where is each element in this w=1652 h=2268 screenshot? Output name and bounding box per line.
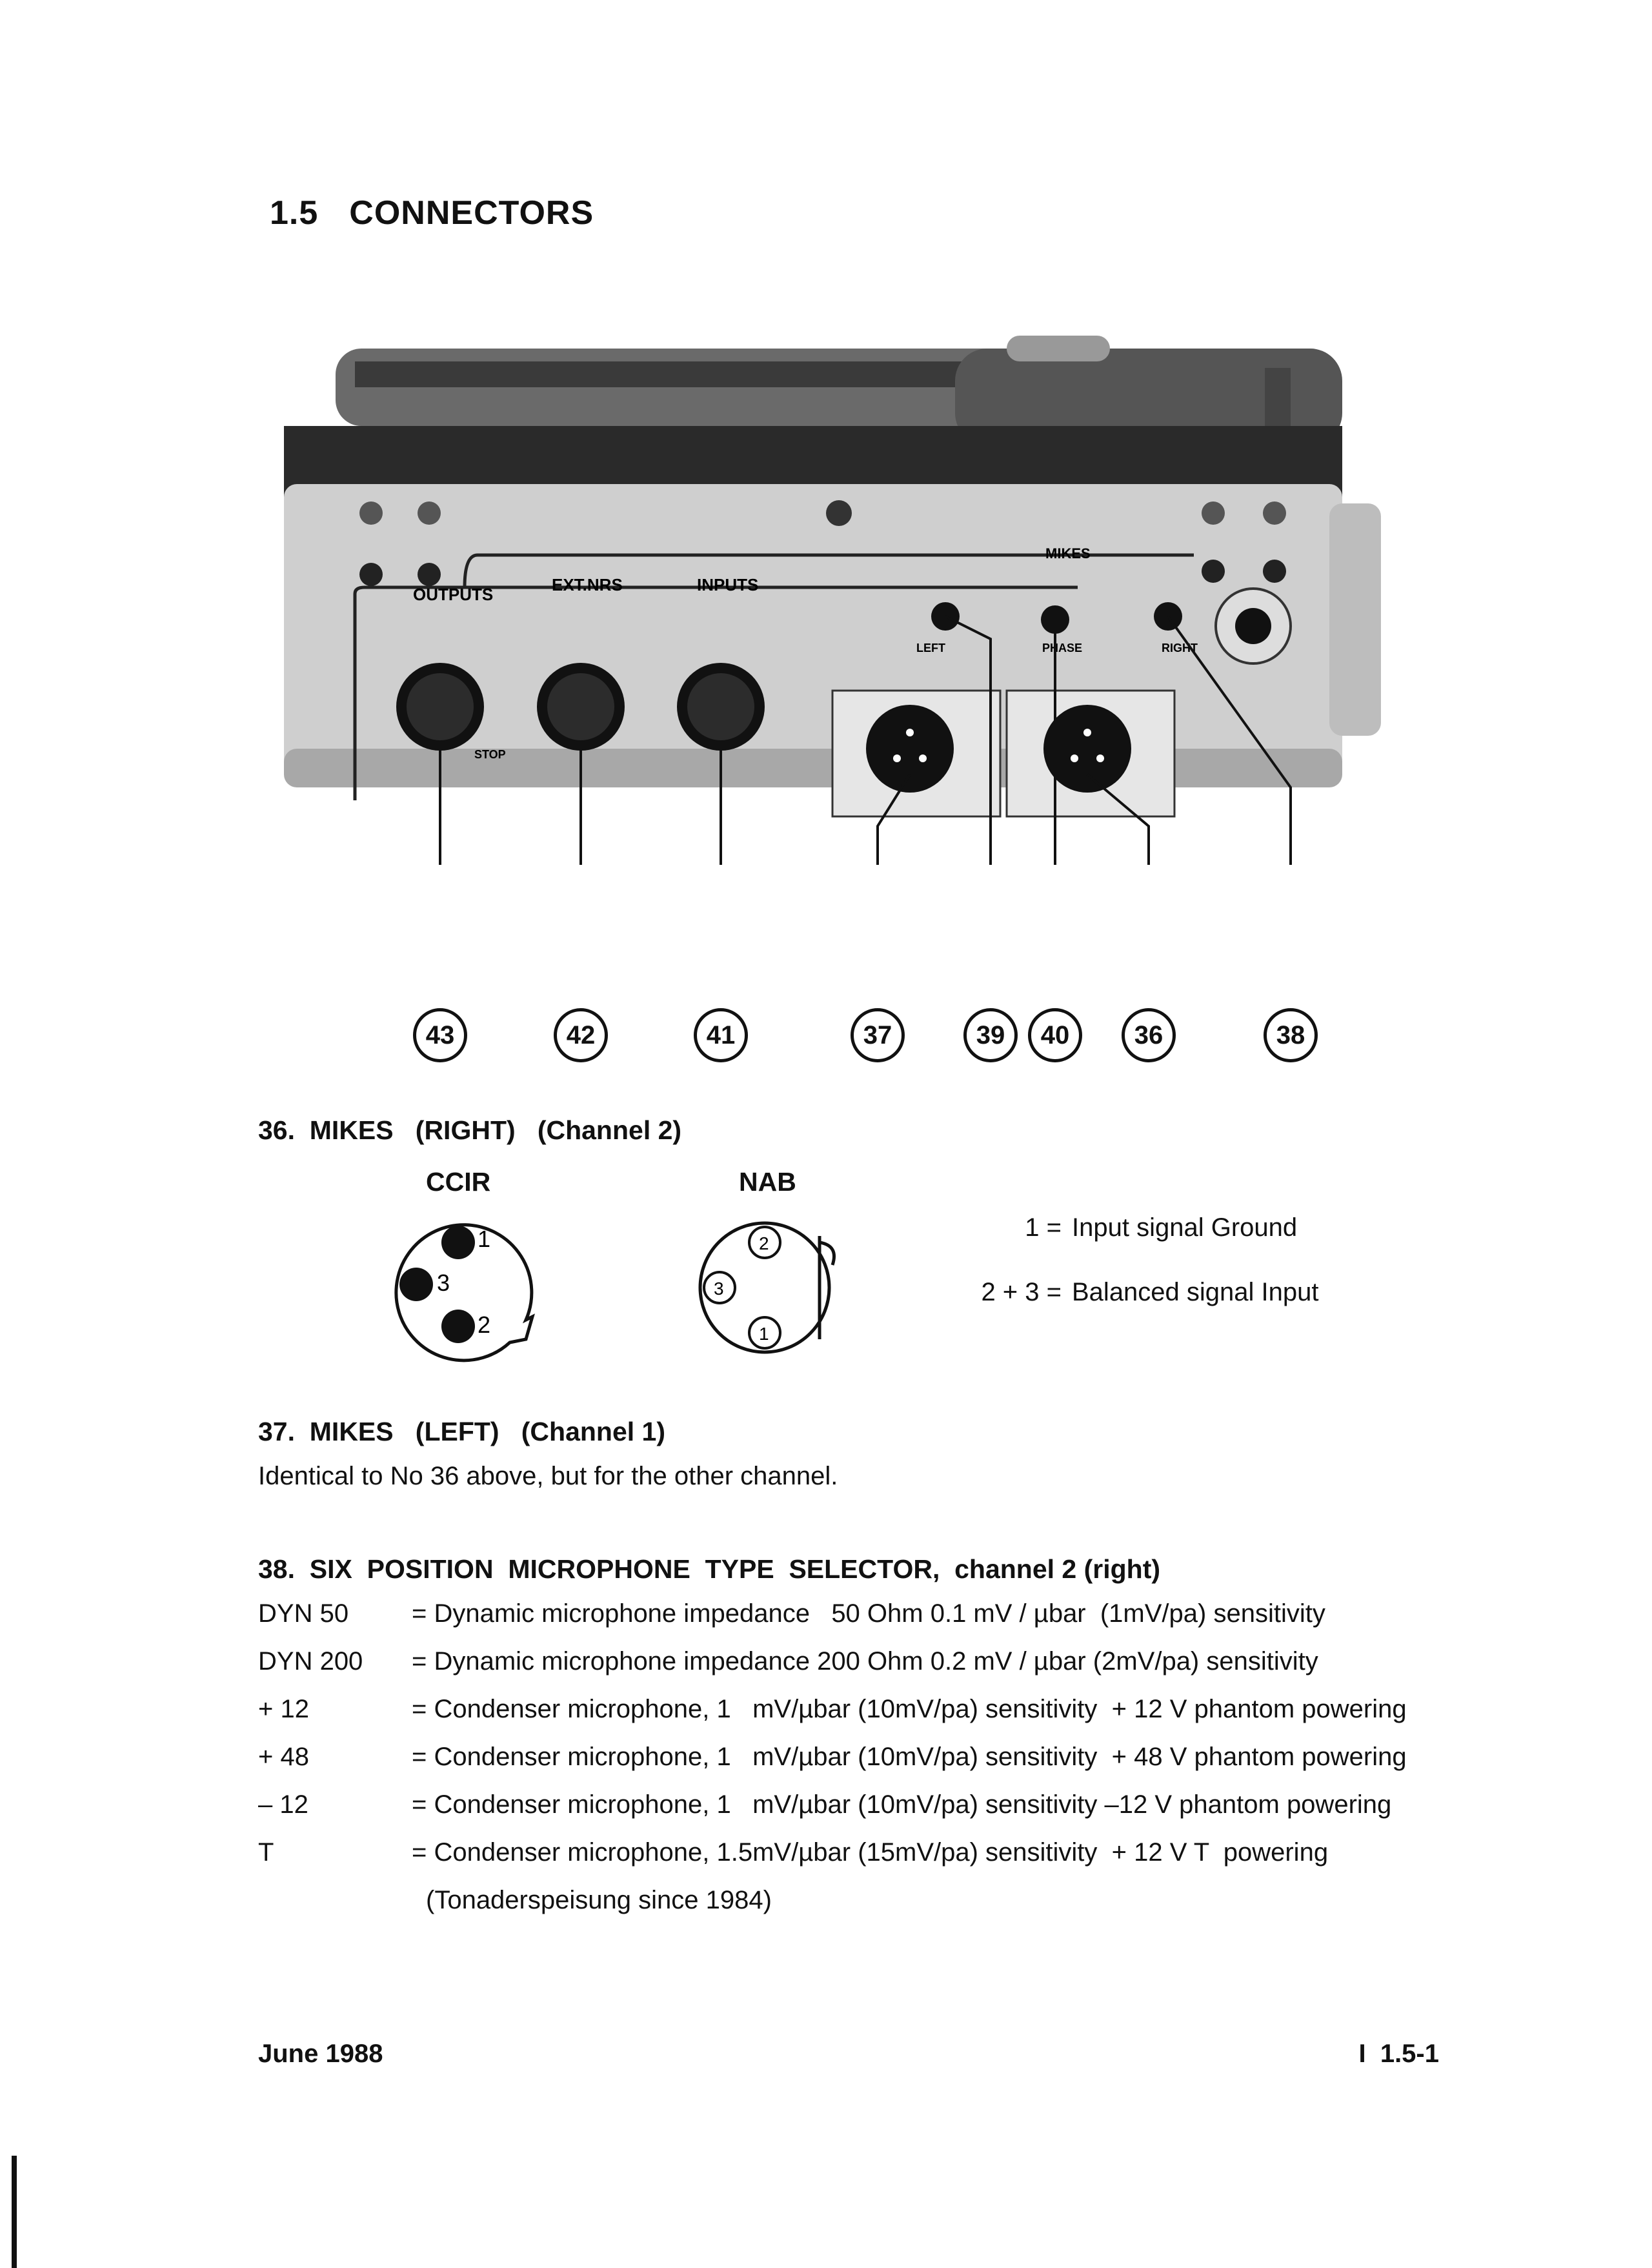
nab-label: NAB <box>739 1167 796 1197</box>
nab-pin-3: 3 <box>714 1279 724 1299</box>
callout-43: 43 <box>413 1008 467 1062</box>
section-37-body: Identical to No 36 above, but for the ot… <box>258 1462 838 1490</box>
reel-right <box>955 349 1342 445</box>
outputs-socket <box>396 663 484 751</box>
ccir-pin-2: 2 <box>478 1311 490 1338</box>
section-heading: 1.5 CONNECTORS <box>270 194 594 232</box>
panel-label-left: LEFT <box>916 642 945 654</box>
section-36-title: 36. MIKES (RIGHT) (Channel 2) <box>258 1115 682 1145</box>
footer-page-number: I 1.5-1 <box>1358 2040 1439 2068</box>
ccir-pin-1: 1 <box>478 1226 490 1252</box>
section-38-title: 38. SIX POSITION MICROPHONE TYPE SELECTO… <box>258 1554 1161 1584</box>
nab-pin-1: 1 <box>759 1324 769 1344</box>
selector-code: – 12 <box>258 1790 308 1819</box>
callout-41: 41 <box>694 1008 748 1062</box>
callout-39: 39 <box>963 1008 1018 1062</box>
selector-row: – 12 = Condenser microphone, 1 mV/µbar (… <box>258 1790 1407 1838</box>
ccir-pin-diagram: 1 3 2 <box>394 1223 535 1362</box>
selector-code: DYN 200 <box>258 1647 363 1676</box>
legend-value: Input signal Ground <box>1072 1213 1298 1242</box>
legend-key: 1 = <box>1025 1213 1062 1242</box>
section-number: 1.5 <box>270 194 319 232</box>
pin-legend: 1 = Input signal Ground 2 + 3 = Balanced… <box>968 1213 1319 1317</box>
selector-code: + 48 <box>258 1743 309 1771</box>
section-title: CONNECTORS <box>349 194 594 232</box>
xlr-socket-left <box>866 705 954 793</box>
selector-table: DYN 50 = Dynamic microphone impedance 50… <box>258 1599 1407 1934</box>
selector-desc: = Condenser microphone, 1 mV/µbar (10mV/… <box>412 1743 1407 1771</box>
nab-pin-diagram: 2 3 1 <box>698 1221 836 1354</box>
selector-desc: = Condenser microphone, 1 mV/µbar (10mV/… <box>412 1695 1407 1723</box>
legend-value: Balanced signal Input <box>1072 1278 1319 1306</box>
selector-note: (Tonaderspeisung since 1984) <box>426 1886 772 1914</box>
selector-row: + 48 = Condenser microphone, 1 mV/µbar (… <box>258 1743 1407 1790</box>
panel-label-phase: PHASE <box>1042 642 1082 654</box>
extnrs-socket <box>537 663 625 751</box>
ccir-label: CCIR <box>426 1167 491 1197</box>
selector-desc: = Dynamic microphone impedance 200 Ohm 0… <box>412 1647 1318 1676</box>
callout-42: 42 <box>554 1008 608 1062</box>
selector-desc: = Condenser microphone, 1.5mV/µbar (15mV… <box>412 1838 1329 1867</box>
selector-code: DYN 50 <box>258 1599 349 1628</box>
panel-label-inputs: INPUTS <box>697 575 758 594</box>
device-photo: OUTPUTS EXT.NRS INPUTS MIKES LEFT PHASE … <box>284 336 1381 865</box>
ccir-pin-3: 3 <box>437 1270 450 1296</box>
panel-label-extnrs: EXT.NRS <box>552 575 623 594</box>
legend-key: 2 + 3 = <box>981 1278 1062 1306</box>
selector-row: DYN 200 = Dynamic microphone impedance 2… <box>258 1647 1407 1695</box>
selector-row: DYN 50 = Dynamic microphone impedance 50… <box>258 1599 1407 1647</box>
selector-desc: = Dynamic microphone impedance 50 Ohm 0.… <box>412 1599 1325 1628</box>
section-37-title: 37. MIKES (LEFT) (Channel 1) <box>258 1417 665 1446</box>
inputs-socket <box>677 663 765 751</box>
legend-row: 1 = Input signal Ground <box>968 1213 1319 1252</box>
legend-row: 2 + 3 = Balanced signal Input <box>968 1278 1319 1317</box>
xlr-socket-right <box>1043 705 1131 793</box>
selector-row: T = Condenser microphone, 1.5mV/µbar (15… <box>258 1838 1407 1886</box>
panel-label-mikes: MIKES <box>1045 545 1091 562</box>
selector-code: + 12 <box>258 1695 309 1723</box>
selector-row: + 12 = Condenser microphone, 1 mV/µbar (… <box>258 1695 1407 1743</box>
panel-label-right: RIGHT <box>1162 642 1198 654</box>
selector-code: T <box>258 1838 274 1867</box>
scan-edge-mark <box>12 2156 17 2268</box>
callout-37: 37 <box>851 1008 905 1062</box>
panel-label-stop: STOP <box>474 748 506 761</box>
selector-note-row: (Tonaderspeisung since 1984) <box>258 1886 1407 1934</box>
nab-pin-2: 2 <box>759 1233 769 1253</box>
panel-label-outputs: OUTPUTS <box>413 585 493 604</box>
callout-40: 40 <box>1028 1008 1082 1062</box>
callout-36: 36 <box>1122 1008 1176 1062</box>
footer-date: June 1988 <box>258 2040 383 2068</box>
callout-38: 38 <box>1264 1008 1318 1062</box>
selector-desc: = Condenser microphone, 1 mV/µbar (10mV/… <box>412 1790 1392 1819</box>
